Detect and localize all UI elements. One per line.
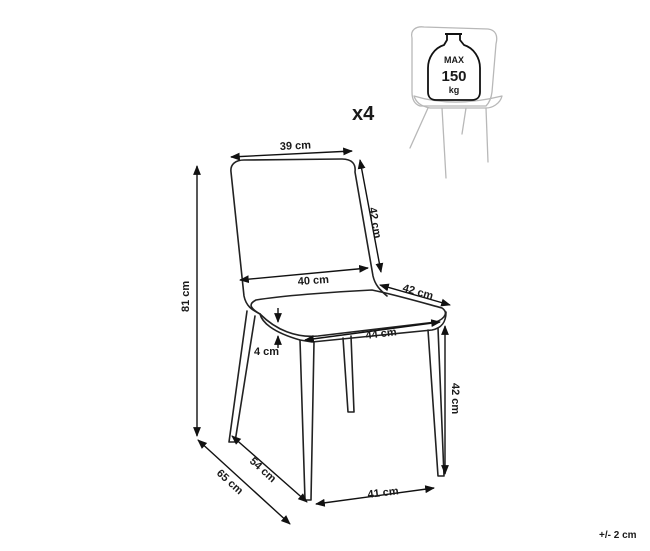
thumbnail-leg (441, 107, 447, 179)
dimension-labels: 39 cm 42 cm 40 cm 42 cm 44 cm 4 cm 81 cm… (180, 139, 461, 501)
chair-leg-back-right (342, 335, 355, 413)
backrest-height-arrow (357, 159, 384, 273)
backrest-width-label: 39 cm (280, 139, 312, 153)
max-unit: kg (449, 85, 460, 95)
chair-seat-bottom (259, 311, 447, 343)
leg-span-depth-label: 54 cm (247, 455, 278, 485)
tolerance-note: +/- 2 cm (599, 530, 637, 541)
total-depth-arrow (197, 439, 291, 525)
thumbnail-seat (413, 95, 503, 109)
seat-width-label: 44 cm (365, 326, 398, 342)
leg-span-width-arrow (315, 485, 435, 507)
chair-leg-back-left (228, 310, 256, 443)
thumbnail-leg (461, 107, 467, 135)
thumbnail-leg (485, 107, 489, 163)
load-thumbnail: MAX 150 kg (409, 26, 503, 179)
backrest-lower-width-label: 40 cm (297, 274, 329, 288)
backrest-lower-width-arrow (239, 264, 369, 284)
leg-span-width-label: 41 cm (367, 485, 400, 501)
max-value: 150 (441, 68, 466, 85)
seat-depth-label: 42 cm (401, 282, 435, 302)
backrest-width-arrow (230, 147, 353, 161)
thumbnail-chair-outline (410, 26, 498, 107)
seat-height-label: 42 cm (449, 383, 461, 414)
seat-width-arrow (304, 319, 441, 343)
weight-icon (427, 33, 481, 101)
seat-depth-arrow (379, 283, 451, 307)
chair-leg-front-left (299, 339, 315, 501)
total-height-label: 81 cm (180, 281, 192, 312)
quantity-label: x4 (352, 103, 375, 125)
chair-leg-front-right (427, 327, 445, 477)
dimension-lines (193, 147, 451, 525)
backrest-height-label: 42 cm (366, 206, 383, 239)
total-depth-label: 65 cm (214, 467, 245, 497)
max-label: MAX (444, 55, 464, 65)
thumbnail-leg (409, 107, 429, 149)
seat-thickness-label: 4 cm (254, 346, 279, 358)
chair-drawing (228, 158, 447, 501)
